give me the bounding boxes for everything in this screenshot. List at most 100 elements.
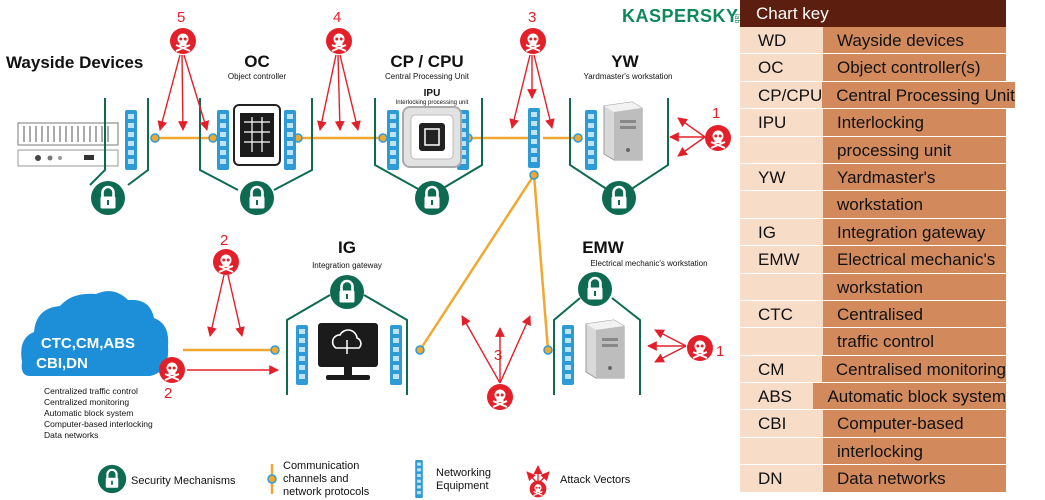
- chart-key-row: workstation: [740, 191, 1006, 219]
- chart-key-desc: workstation: [823, 191, 1006, 218]
- cloud-line-2: CBI,DN: [36, 355, 88, 372]
- wayside-devices-title: Wayside Devices: [6, 53, 143, 72]
- chart-key-desc: Centralised: [823, 300, 1006, 328]
- yw-shield-bracket: [569, 98, 669, 191]
- skull-icon: [704, 124, 732, 152]
- legend-switch-icon: [415, 460, 423, 498]
- wayside-lock-icon: [90, 180, 126, 216]
- chart-key-abbr: [740, 191, 823, 218]
- skull-icon: [486, 383, 514, 411]
- legend: Security Mechanisms Communication channe…: [97, 460, 631, 498]
- chart-key-abbr: IPU: [740, 109, 823, 136]
- attack-label: 4: [333, 9, 341, 26]
- chart-key-abbr: IG: [740, 218, 823, 246]
- chart-key-desc: Interlocking: [823, 109, 1006, 136]
- cpu-shield-bracket: [374, 98, 483, 191]
- attack-label: 2: [220, 232, 228, 249]
- skull-icon: [519, 27, 547, 55]
- attack-label: 3: [494, 347, 502, 364]
- cpu-lock-icon: [414, 180, 450, 216]
- yw-shared-switch: [528, 108, 540, 168]
- chart-key-row: traffic control: [740, 328, 1006, 356]
- emw-server-icon: [585, 319, 625, 379]
- chart-key-desc: interlocking: [823, 437, 1006, 465]
- chart-key-abbr: OC: [740, 54, 823, 81]
- chart-key-desc: Wayside devices: [823, 27, 1006, 54]
- emw-switch: [562, 325, 574, 385]
- chart-key-row: processing unit: [740, 136, 1006, 164]
- chart-key-abbr: CBI: [740, 410, 823, 437]
- oc-switch-left: [217, 110, 229, 170]
- logo-suffix: lab: [733, 14, 740, 23]
- network-diagram: Wayside Devices OC Object controller CP …: [6, 6, 740, 498]
- chart-key-row: interlocking: [740, 437, 1006, 466]
- skull-icon: [325, 27, 353, 55]
- processor-chip-icon: [402, 106, 462, 168]
- attack-label: 5: [177, 9, 185, 26]
- chart-key-abbr: ABS: [740, 383, 814, 410]
- legend-attack-icon: [526, 465, 550, 498]
- ig-lock-icon: [329, 274, 365, 310]
- cpu-switch-left: [387, 110, 399, 170]
- chart-key-desc: workstation: [823, 273, 1006, 300]
- oc-switch-right: [284, 110, 296, 170]
- ig-shield-bracket: [286, 294, 408, 395]
- ipu-title: IPU: [424, 88, 441, 99]
- chart-key-abbr: DN: [740, 465, 823, 492]
- emw-subtitle: Electrical mechanic's workstation: [590, 259, 707, 268]
- chart-key-desc: traffic control: [823, 328, 1006, 355]
- chart-key-abbr: CP/CPU: [740, 81, 823, 109]
- legend-comm-line-3: network protocols: [283, 486, 370, 498]
- yw-lock-icon: [601, 180, 637, 216]
- kaspersky-logo: KASPERSKY: [622, 6, 739, 26]
- chart-key-abbr: WD: [740, 27, 823, 54]
- chart-key-desc: Centralised monitoring: [821, 355, 1006, 383]
- cloud-list: Centralized traffic control Centralized …: [44, 386, 153, 440]
- cloud-line-1: CTC,CM,ABS: [41, 335, 135, 352]
- cpu-subtitle: Central Processing Unit: [385, 72, 470, 81]
- skull-icon: [158, 356, 186, 384]
- cloud-list-item: Automatic block system: [44, 408, 133, 418]
- yw-switch: [585, 110, 597, 170]
- chart-key-desc: Computer-based: [823, 410, 1006, 437]
- emw-shield-bracket: [553, 297, 641, 395]
- ig-title: IG: [338, 238, 356, 257]
- skull-icon: [169, 27, 197, 55]
- wayside-shield-bracket: [89, 98, 149, 186]
- skull-icon: [686, 334, 714, 362]
- ctc-cloud: [21, 291, 169, 376]
- legend-security-icon: [97, 464, 127, 494]
- yw-subtitle: Yardmaster's workstation: [584, 72, 673, 81]
- chart-key-abbr: [740, 328, 823, 355]
- legend-comm-line-1: Communication: [283, 460, 359, 472]
- oc-title: OC: [244, 52, 270, 71]
- gateway-cloud-monitor-icon: [318, 323, 378, 380]
- attack-labels: 5 4 3 1 2 2 3 1: [164, 9, 724, 402]
- chart-key-desc: Yardmaster's: [823, 163, 1006, 191]
- wayside-device-image: [17, 122, 119, 167]
- wayside-switch: [125, 110, 137, 170]
- oc-subtitle: Object controller: [228, 72, 287, 81]
- chart-key-abbr: EMW: [740, 246, 823, 273]
- chart-key-desc: Integration gateway: [823, 218, 1006, 246]
- cloud-list-item: Computer-based interlocking: [44, 419, 153, 429]
- legend-comm-line-2: channels and: [283, 473, 348, 485]
- attack-label: 1: [712, 105, 720, 122]
- chart-key-desc: Automatic block system: [813, 383, 1006, 410]
- emw-lock-icon: [577, 271, 613, 307]
- object-controller-icon: [233, 104, 281, 166]
- yw-server-icon: [603, 101, 643, 161]
